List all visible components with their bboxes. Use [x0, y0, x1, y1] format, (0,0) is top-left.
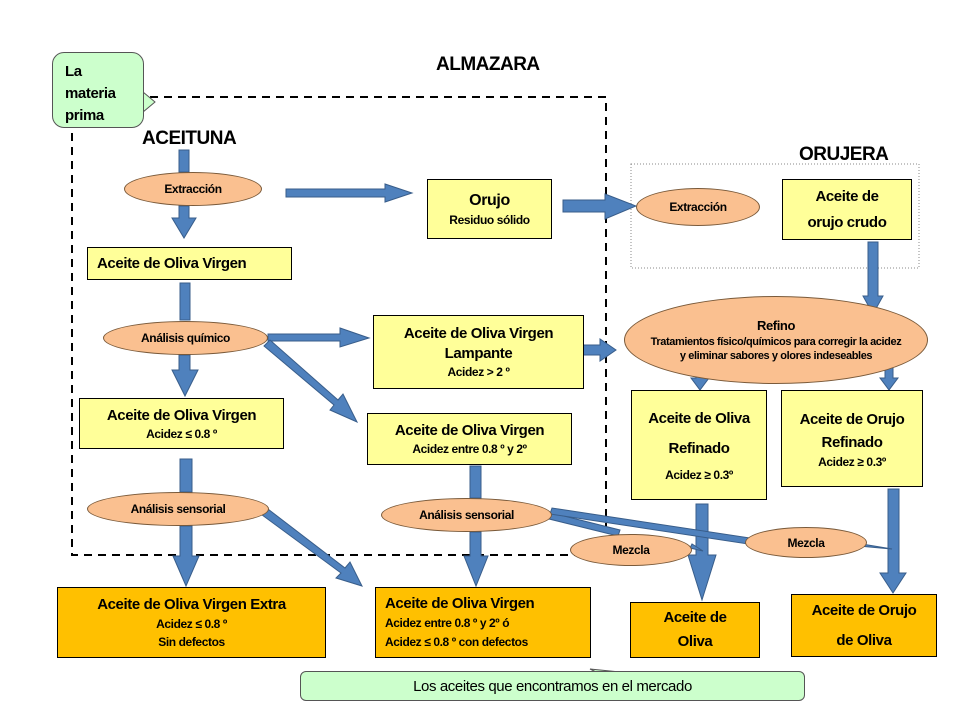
- box-aov-08-2-title: Aceite de Oliva Virgen: [394, 422, 545, 439]
- callout-materia-prima: La materia prima: [52, 52, 144, 128]
- process-analisis-sensorial-2: Análisis sensorial: [381, 498, 552, 532]
- arrow-aceituna-extraccion: [178, 149, 190, 173]
- product-aov: Aceite de Oliva Virgen Acidez entre 0.8 …: [375, 587, 591, 658]
- callout-mercado: Los aceites que encontramos en el mercad…: [300, 671, 805, 701]
- box-aov-08-title: Aceite de Oliva Virgen: [106, 406, 257, 424]
- arrow-orujo-extraccion: [562, 193, 638, 220]
- box-aceite-oliva-virgen: Aceite de Oliva Virgen: [87, 247, 292, 280]
- product-virgen-line-2: Acidez ≤ 0.8 º con defectos: [385, 634, 528, 649]
- box-aor-line-2: Refinado: [668, 440, 730, 457]
- box-lampante-line-1: Aceite de Oliva Virgen: [403, 325, 554, 342]
- process-analisis-quimico: Análisis químico: [103, 321, 268, 355]
- box-aov-label: Aceite de Oliva Virgen: [97, 254, 247, 272]
- process-extraccion-almazara: Extracción: [124, 172, 262, 206]
- product-aceite-orujo-oliva: Aceite de Orujo de Oliva: [791, 594, 937, 657]
- process-analisis-sensorial-1: Análisis sensorial: [87, 492, 269, 526]
- product-orujo-oliva-line-2: de Oliva: [836, 631, 892, 649]
- product-aceite-oliva: Aceite de Oliva: [630, 602, 760, 658]
- arrow-analisis-aov08: [171, 354, 199, 398]
- process-refino-desc-2: y eliminar sabores y olores indeseables: [679, 350, 873, 362]
- box-lampante-line-2: Lampante: [444, 345, 513, 362]
- process-refino: Refino Tratamientos físico/químicos para…: [624, 296, 928, 384]
- callout-materia-line-2: materia: [65, 85, 116, 102]
- process-mezcla-2-label: Mezcla: [787, 535, 825, 550]
- orujera-boundary: [630, 163, 920, 269]
- product-extra-title: Aceite de Oliva Virgen Extra: [97, 595, 286, 613]
- box-orujo-crudo: Aceite de orujo crudo: [782, 179, 912, 240]
- box-aorr-line-1: Aceite de Orujo: [799, 410, 905, 428]
- product-extra-defectos: Sin defectos: [158, 634, 225, 649]
- arrow-sensorial-virgen: [257, 505, 363, 587]
- box-aceite-oliva-refinado: Aceite de Oliva Refinado Acidez ≥ 0.3º: [631, 390, 767, 500]
- box-lampante: Aceite de Oliva Virgen Lampante Acidez >…: [373, 315, 584, 389]
- box-aceite-orujo-refinado: Aceite de Orujo Refinado Acidez ≥ 0.3º: [781, 390, 923, 487]
- arrow-aov08-sensorial: [179, 458, 193, 493]
- box-orujo-crudo-line-1: Aceite de: [815, 187, 879, 205]
- callout-materia-line-1: La: [65, 63, 82, 80]
- arrow-extraccion-aov: [171, 205, 197, 239]
- arrow-aor-aceite-oliva: [687, 503, 717, 602]
- arrow-analisis-aov082: [263, 339, 359, 424]
- product-extra-acidez: Acidez ≤ 0.8 º: [156, 616, 227, 631]
- process-analisis-sensorial-2-label: Análisis sensorial: [419, 508, 514, 522]
- box-orujo: Orujo Residuo sólido: [427, 179, 552, 239]
- box-aov-08-2-acidez: Acidez entre 0.8 º y 2º: [412, 442, 527, 456]
- box-aov-08: Aceite de Oliva Virgen Acidez ≤ 0.8 º: [79, 398, 284, 449]
- callout-mercado-label: Los aceites que encontramos en el mercad…: [413, 677, 692, 695]
- box-aor-acidez: Acidez ≥ 0.3º: [665, 468, 733, 482]
- process-refino-title: Refino: [756, 318, 796, 333]
- box-aov-08-2: Aceite de Oliva Virgen Acidez entre 0.8 …: [367, 413, 572, 465]
- product-oliva-line-2: Oliva: [677, 633, 713, 650]
- box-aov-08-acidez: Acidez ≤ 0.8 º: [146, 426, 217, 441]
- arrow-aorr-orujo-oliva: [879, 488, 907, 594]
- product-virgen-line-1: Acidez entre 0.8 º y 2º ó: [385, 615, 510, 630]
- callout-materia-line-3: prima: [65, 107, 104, 124]
- process-refino-desc-1: Tratamientos físico/químicos para correg…: [650, 336, 902, 348]
- process-mezcla-1-label: Mezcla: [612, 543, 650, 557]
- arrow-aov-analisis: [179, 282, 191, 321]
- product-oliva-line-1: Aceite de: [663, 609, 727, 626]
- box-orujo-title: Orujo: [469, 192, 510, 209]
- product-orujo-oliva-line-1: Aceite de Orujo: [811, 601, 917, 619]
- product-aov-extra: Aceite de Oliva Virgen Extra Acidez ≤ 0.…: [57, 587, 326, 658]
- callout-tail-materia: [142, 90, 156, 114]
- process-analisis-quimico-label: Análisis químico: [141, 331, 230, 345]
- box-aorr-acidez: Acidez ≥ 0.3º: [818, 454, 886, 469]
- arrow-refino-aorr: [879, 367, 899, 391]
- arrow-sensorial2-virgen: [463, 531, 489, 588]
- arrow-extraccion-orujo: [285, 183, 414, 203]
- box-aorr-line-2: Refinado: [821, 433, 883, 451]
- box-orujo-sub: Residuo sólido: [449, 213, 530, 227]
- process-extraccion-orujera-label: Extracción: [669, 200, 727, 214]
- arrow-mezcla1-aceite-oliva: [689, 543, 704, 552]
- product-virgen-title: Aceite de Oliva Virgen: [385, 594, 535, 612]
- process-mezcla-1: Mezcla: [570, 534, 692, 566]
- process-mezcla-2: Mezcla: [745, 527, 867, 558]
- process-extraccion-almazara-label: Extracción: [164, 182, 222, 196]
- heading-aceituna: ACEITUNA: [142, 128, 237, 149]
- heading-orujera: ORUJERA: [799, 144, 889, 165]
- box-lampante-acidez: Acidez > 2 º: [447, 365, 510, 379]
- arrow-aov082-sensorial2: [469, 465, 482, 499]
- arrow-sensorial-extra: [172, 525, 200, 588]
- arrow-crudo-refino: [862, 241, 884, 316]
- arrow-analisis-lampante: [267, 327, 371, 348]
- box-aor-line-1: Aceite de Oliva: [648, 410, 750, 427]
- process-analisis-sensorial-1-label: Análisis sensorial: [130, 502, 226, 516]
- box-orujo-crudo-line-2: orujo crudo: [807, 213, 887, 231]
- heading-almazara: ALMAZARA: [436, 54, 540, 75]
- process-extraccion-orujera: Extracción: [636, 188, 760, 226]
